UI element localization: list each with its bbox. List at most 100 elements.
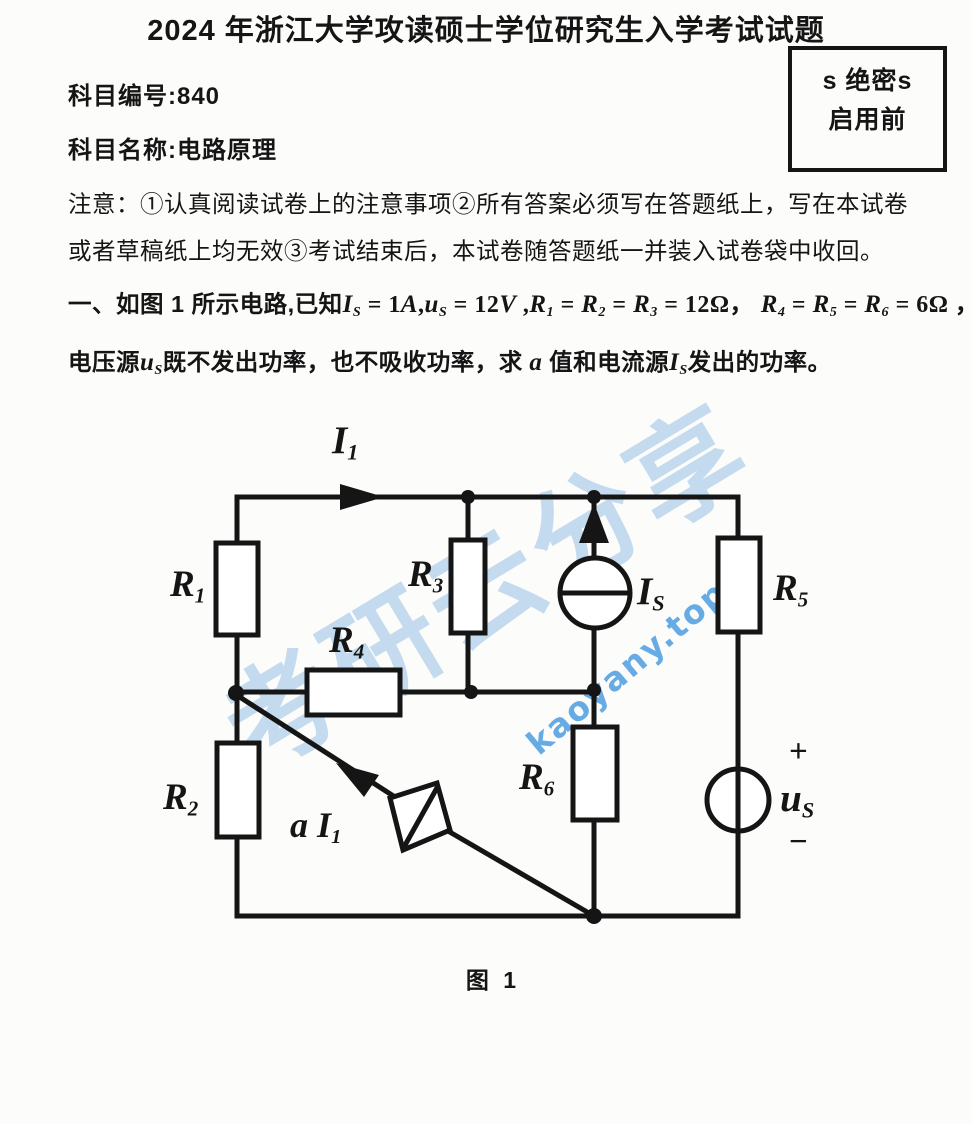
text-run: 4 <box>777 304 786 321</box>
symbol-strokes <box>401 590 741 849</box>
text-run: 电压源 <box>68 349 140 375</box>
current-arrow-i1 <box>340 484 384 510</box>
junction-dot <box>464 685 478 699</box>
label-ai1: a I1 <box>290 807 341 848</box>
page-title: 2024 年浙江大学攻读硕士学位研究生入学考试试题 <box>147 15 825 47</box>
figure-caption: 图 1 <box>465 967 521 993</box>
text-run: = 12Ω， <box>657 292 755 318</box>
text-run: 1 <box>194 583 206 608</box>
text-run: R <box>519 757 544 798</box>
text-run: A <box>400 291 418 318</box>
circuit-components <box>213 535 772 854</box>
text-run: R <box>633 291 651 318</box>
text-run: 发出的功率。 <box>687 349 832 375</box>
text-run: R <box>864 291 882 318</box>
notice-line-1: 注意：①认真阅读试卷上的注意事项②所有答案必须写在答题纸上，写在本试卷 <box>68 191 908 217</box>
label-us-minus: − <box>789 824 808 860</box>
text-run: , <box>516 292 530 318</box>
text-run: I <box>342 291 353 318</box>
text-run: R <box>329 620 354 661</box>
text-run: 5 <box>829 304 838 321</box>
text-run: 1 <box>347 439 359 465</box>
label-is: IS <box>637 572 665 615</box>
wire-diagonal-lower <box>444 827 598 920</box>
text-run: R <box>408 554 433 595</box>
text-run: R <box>529 291 547 318</box>
text-run: 2 <box>187 796 199 821</box>
text-run: 3 <box>650 304 658 321</box>
label-us-plus: + <box>789 734 808 770</box>
junction-dot <box>461 490 475 504</box>
text-run: S <box>679 362 688 379</box>
text-run: V <box>499 291 517 318</box>
text-run: = <box>605 292 634 318</box>
text-run: 4 <box>353 639 365 664</box>
text-run: 5 <box>797 587 809 612</box>
text-run: R <box>773 568 798 609</box>
notice-line-2: 或者草稿纸上均无效③考试结束后，本试卷随答题纸一并装入试卷袋中收回。 <box>68 238 884 264</box>
secrecy-line-2: 启用前 <box>828 105 907 134</box>
resistor-r2-body <box>214 740 262 840</box>
text-run: R <box>754 291 778 318</box>
resistor-r4-body <box>304 667 403 718</box>
text-run: = <box>554 292 582 318</box>
text-run: S <box>652 590 665 616</box>
text-run: I <box>332 419 348 462</box>
label-r3: R3 <box>408 556 443 596</box>
text-run: S <box>154 362 163 379</box>
text-run: 2 <box>598 304 606 321</box>
text-run: 一、如图 1 所示电路,已知 <box>68 291 343 317</box>
junction-dot <box>586 908 602 924</box>
text-run: 3 <box>432 573 444 598</box>
problem-line-1: 一、如图 1 所示电路,已知IS = 1A,uS = 12V ,R1 = R2 … <box>68 289 972 327</box>
text-run: = <box>785 292 813 318</box>
secrecy-box: s 绝密s 启用前 <box>788 46 947 172</box>
problem-line-2: 电压源uS既不发出功率，也不吸收功率，求 a 值和电流源IS发出的功率。 <box>68 347 832 385</box>
junction-dot <box>228 685 244 701</box>
label-r5: R5 <box>773 570 808 610</box>
label-r2: R2 <box>163 779 198 819</box>
text-run: a <box>522 349 550 376</box>
dependent-source-slash <box>401 784 441 849</box>
subject-code: 科目编号:840 <box>68 83 221 110</box>
text-run: S <box>352 304 362 321</box>
label-r1: R1 <box>170 566 205 606</box>
text-run: R <box>581 291 599 318</box>
resistor-r3-body <box>448 537 488 636</box>
resistor-r5-body <box>715 535 763 635</box>
text-run: = <box>837 292 865 318</box>
text-run: I <box>317 805 332 845</box>
text-run: 6 <box>881 304 890 321</box>
text-run: S <box>438 304 448 321</box>
current-arrow-is <box>579 503 609 543</box>
text-run: u <box>140 349 155 376</box>
text-run: I <box>669 349 680 376</box>
junction-dot <box>587 490 601 504</box>
text-run: 既不发出功率，也不吸收功率，求 <box>162 349 523 375</box>
text-run: , <box>417 292 425 318</box>
text-run: S <box>801 797 815 823</box>
text-run: R <box>812 291 830 318</box>
text-run: R <box>170 564 195 605</box>
junction-dot <box>587 683 601 697</box>
resistor-r1-body <box>213 540 261 638</box>
text-run: = 1 <box>361 292 401 318</box>
text-run: R <box>163 777 188 818</box>
text-run: u <box>424 291 439 318</box>
text-run: 1 <box>331 826 342 849</box>
secrecy-line-1: s 绝密s <box>822 67 913 95</box>
label-r6: R6 <box>519 759 554 799</box>
label-r4: R4 <box>329 622 364 662</box>
current-arrow-ai1 <box>336 763 379 797</box>
arrows-and-dots <box>228 484 609 924</box>
text-run: 1 <box>546 304 555 321</box>
text-run: I <box>637 570 653 613</box>
subject-name: 科目名称:电路原理 <box>68 137 277 164</box>
text-run: = 12 <box>447 292 500 318</box>
resistor-r6-body <box>570 724 620 823</box>
text-run: 6 <box>543 776 555 801</box>
text-run: a <box>290 805 318 845</box>
text-run: = 6Ω ， <box>889 292 972 318</box>
text-run: u <box>780 777 802 820</box>
